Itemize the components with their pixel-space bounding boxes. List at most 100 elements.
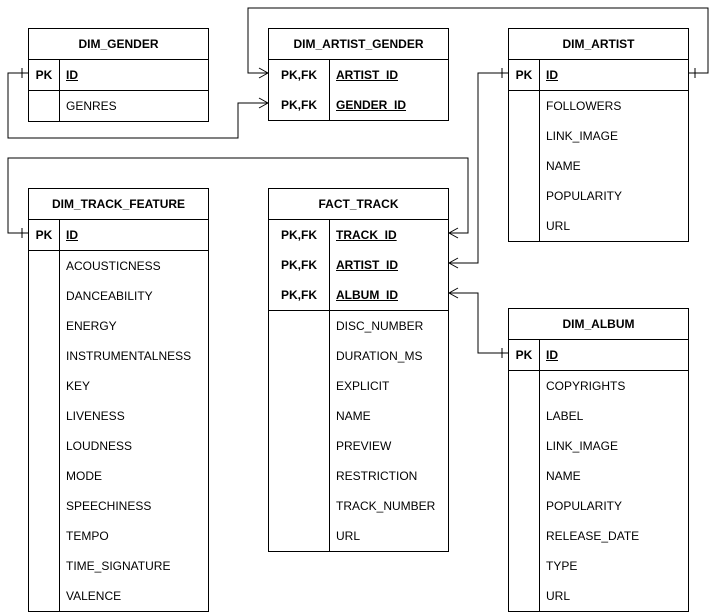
attribute-row: NAME [509, 461, 688, 491]
connector-artist-fact [448, 68, 508, 269]
attribute-field: NAME [546, 159, 581, 173]
attribute-field: LABEL [546, 409, 584, 423]
attribute-field: POPULARITY [546, 499, 623, 513]
attribute-field: TEMPO [66, 529, 109, 543]
attribute-field: URL [546, 589, 571, 603]
key-type: PK,FK [281, 288, 317, 302]
attribute-row: ENERGY [29, 311, 208, 341]
attribute-row: URL [509, 581, 688, 611]
key-section: PK ID [29, 60, 208, 91]
key-row: PK,FK ARTIST_ID [269, 250, 448, 280]
attribute-field: LIVENESS [66, 409, 125, 423]
key-type: PK [35, 68, 53, 82]
attribute-row: POPULARITY [509, 181, 688, 211]
key-field: GENDER_ID [336, 98, 407, 112]
key-type: PK [35, 228, 53, 242]
attribute-row: SPEECHINESS [29, 491, 208, 521]
attribute-field: LINK_IMAGE [546, 129, 619, 143]
attribute-field: KEY [66, 379, 91, 393]
entity-title: DIM_TRACK_FEATURE [29, 189, 208, 220]
attribute-field: MODE [66, 469, 102, 483]
attribute-row: LOUDNESS [29, 431, 208, 461]
attribute-row: LINK_IMAGE [509, 121, 688, 151]
attribute-row: INSTRUMENTALNESS [29, 341, 208, 371]
attribute-row: POPULARITY [509, 491, 688, 521]
key-type: PK,FK [281, 228, 317, 242]
attribute-field: NAME [546, 469, 581, 483]
attribute-field: URL [546, 219, 571, 233]
attribute-row: NAME [269, 401, 448, 431]
entity-title: DIM_ALBUM [509, 309, 688, 340]
key-type: PK,FK [281, 68, 317, 82]
key-type: PK,FK [281, 98, 317, 112]
key-field: ID [546, 348, 558, 362]
attribute-field: URL [336, 529, 361, 543]
attribute-field: COPYRIGHTS [546, 379, 626, 393]
attribute-row: ACOUSTICNESS [29, 251, 208, 281]
attribute-row: GENRES [29, 91, 208, 121]
key-row: PK ID [509, 60, 688, 90]
attribute-field: TYPE [546, 559, 578, 573]
key-field: ID [66, 68, 78, 82]
attribute-section: GENRES [29, 91, 208, 121]
attribute-field: RELEASE_DATE [546, 529, 640, 543]
key-section: PK,FK ARTIST_ID PK,FK GENDER_ID [269, 60, 448, 120]
key-section: PK,FK TRACK_ID PK,FK ARTIST_ID PK,FK ALB… [269, 220, 448, 311]
key-row: PK,FK ARTIST_ID [269, 60, 448, 90]
attribute-row: RELEASE_DATE [509, 521, 688, 551]
attribute-row: URL [509, 211, 688, 241]
attribute-row: TYPE [509, 551, 688, 581]
attribute-row: DISC_NUMBER [269, 311, 448, 341]
attribute-row: EXPLICIT [269, 371, 448, 401]
entity-fact-track[interactable]: FACT_TRACK PK,FK TRACK_ID PK,FK ARTIST_I… [268, 188, 449, 552]
entity-title: DIM_ARTIST [509, 29, 688, 60]
entity-dim-artist-gender[interactable]: DIM_ARTIST_GENDER PK,FK ARTIST_ID PK,FK … [268, 28, 449, 121]
key-section: PK ID [509, 340, 688, 371]
attribute-row: DURATION_MS [269, 341, 448, 371]
attribute-field: FOLLOWERS [546, 99, 622, 113]
attribute-field: SPEECHINESS [66, 499, 152, 513]
attribute-field: TIME_SIGNATURE [66, 559, 171, 573]
attribute-row: NAME [509, 151, 688, 181]
attribute-row: LINK_IMAGE [509, 431, 688, 461]
entity-dim-track-feature[interactable]: DIM_TRACK_FEATURE PK ID ACOUSTICNESS DAN… [28, 188, 209, 612]
key-type: PK,FK [281, 258, 317, 272]
key-field: TRACK_ID [336, 228, 397, 242]
attribute-row: FOLLOWERS [509, 91, 688, 121]
entity-title: DIM_ARTIST_GENDER [269, 29, 448, 60]
attribute-field: DANCEABILITY [66, 289, 153, 303]
attribute-row: COPYRIGHTS [509, 371, 688, 401]
attribute-field: DISC_NUMBER [336, 319, 424, 333]
entity-dim-artist[interactable]: DIM_ARTIST PK ID FOLLOWERS LINK_IMAGE NA… [508, 28, 689, 242]
attribute-section: ACOUSTICNESS DANCEABILITY ENERGY INSTRUM… [29, 251, 208, 611]
attribute-row: LIVENESS [29, 401, 208, 431]
attribute-field: ACOUSTICNESS [66, 259, 161, 273]
attribute-field: NAME [336, 409, 371, 423]
key-field: ID [546, 68, 558, 82]
key-row: PK ID [29, 220, 208, 250]
attribute-row: VALENCE [29, 581, 208, 611]
attribute-field: VALENCE [66, 589, 122, 603]
attribute-field: TRACK_NUMBER [336, 499, 436, 513]
attribute-row: URL [269, 521, 448, 551]
attribute-row: LABEL [509, 401, 688, 431]
attribute-section: COPYRIGHTS LABEL LINK_IMAGE NAME POPULAR… [509, 371, 688, 611]
attribute-field: INSTRUMENTALNESS [66, 349, 192, 363]
key-field: ARTIST_ID [336, 258, 399, 272]
attribute-field: PREVIEW [336, 439, 392, 453]
attribute-row: KEY [29, 371, 208, 401]
attribute-field: GENRES [66, 99, 117, 113]
attribute-field: EXPLICIT [336, 379, 390, 393]
entity-dim-gender[interactable]: DIM_GENDER PK ID GENRES [28, 28, 209, 122]
connector-album-fact [448, 287, 508, 358]
attribute-row: MODE [29, 461, 208, 491]
attribute-field: ENERGY [66, 319, 117, 333]
key-row: PK,FK GENDER_ID [269, 90, 448, 120]
key-section: PK ID [29, 220, 208, 251]
attribute-section: DISC_NUMBER DURATION_MS EXPLICIT NAME PR… [269, 311, 448, 551]
key-row: PK,FK TRACK_ID [269, 220, 448, 250]
entity-title: DIM_GENDER [29, 29, 208, 60]
key-field: ID [66, 228, 78, 242]
entity-title: FACT_TRACK [269, 189, 448, 220]
entity-dim-album[interactable]: DIM_ALBUM PK ID COPYRIGHTS LABEL LINK_IM… [508, 308, 689, 612]
